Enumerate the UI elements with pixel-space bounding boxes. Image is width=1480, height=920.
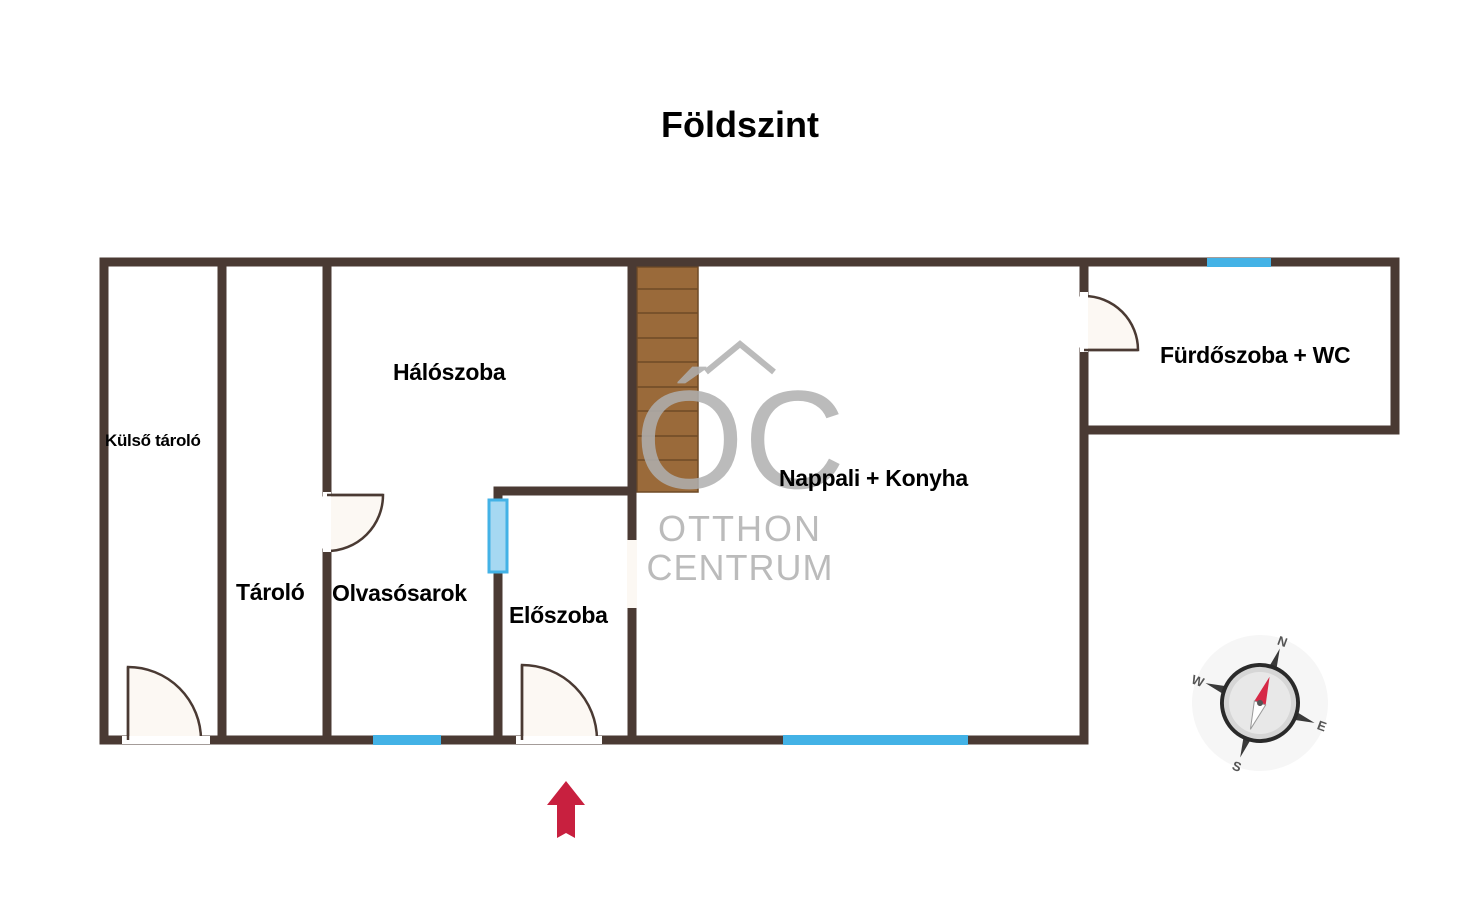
watermark-line1: OTTHON xyxy=(658,508,822,549)
room-label-eloszoba: Előszoba xyxy=(509,602,608,628)
room-label-olvasosarok: Olvasósarok xyxy=(332,580,467,606)
entrance-arrow-icon xyxy=(547,781,585,838)
compass-west: W xyxy=(1189,672,1206,691)
page-title: Földszint xyxy=(661,104,819,145)
room-label-furdoszoba-wc: Fürdőszoba + WC xyxy=(1160,342,1351,368)
doors xyxy=(122,292,1140,744)
compass-icon: N E S W xyxy=(1189,633,1328,775)
staircase xyxy=(636,266,699,493)
opening xyxy=(627,540,637,608)
watermark-line2: CENTRUM xyxy=(647,547,834,588)
windows xyxy=(373,258,1271,745)
room-label-nappali-konyha: Nappali + Konyha xyxy=(779,465,968,491)
room-label-haloszoba: Hálószoba xyxy=(393,359,506,385)
room-label-tarolo: Tároló xyxy=(236,579,305,605)
room-label-kulso-tarolo: Külső tároló xyxy=(105,431,201,450)
watermark-monogram: ÓC xyxy=(635,361,845,518)
watermark-logo: ÓC OTTHON CENTRUM xyxy=(635,340,845,588)
